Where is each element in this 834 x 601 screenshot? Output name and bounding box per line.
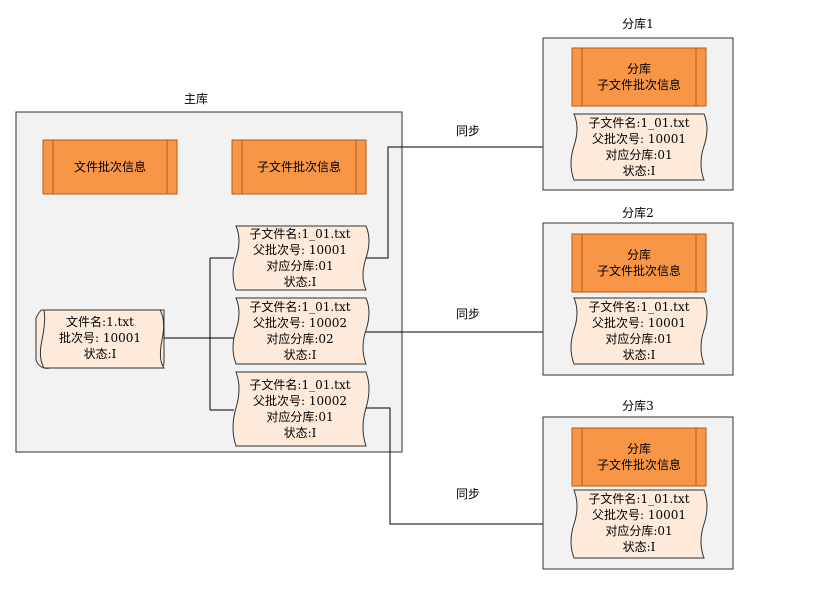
sub-record-2-parent: 父批次号: 10002 [253, 315, 347, 330]
shard-2-record-status: 状态:I [623, 348, 656, 362]
shard-3-table-line2: 子文件批次信息 [597, 457, 681, 472]
sync-arrow-3 [366, 407, 567, 528]
shard-2-title: 分库2 [622, 205, 654, 220]
shard-3-table [571, 427, 707, 487]
sub-record-1: 子文件名:1_01.txt 父批次号: 10001 对应分库:01 状态:I [232, 225, 370, 291]
sync-arrow-1 [366, 143, 567, 259]
sync-label-2: 同步 [456, 307, 480, 321]
sub-record-3-parent: 父批次号: 10002 [253, 393, 347, 408]
file-batch-table: 文件批次信息 [42, 139, 178, 195]
sub-record-1-name: 子文件名:1_01.txt [249, 226, 350, 241]
shard-1-record-parent: 父批次号: 10001 [592, 131, 686, 146]
shard-1-table-line1: 分库 [627, 61, 651, 76]
file-record-name: 文件名:1.txt [66, 314, 134, 329]
file-record-batch: 批次号: 10001 [59, 330, 141, 345]
file-batch-table-label: 文件批次信息 [74, 159, 146, 174]
sub-record-1-parent: 父批次号: 10001 [253, 242, 347, 257]
sync-label-1: 同步 [456, 124, 480, 138]
sub-file-batch-table-label: 子文件批次信息 [257, 159, 341, 174]
shard-3-title: 分库3 [622, 398, 654, 413]
shard-2-container: 分库2 分库 子文件批次信息 子文件名:1_01.txt 父批次号: 10001… [542, 205, 734, 376]
shard-3-record-parent: 父批次号: 10001 [592, 507, 686, 522]
sub-record-3-status: 状态:I [284, 426, 317, 440]
shard-2-record-shard: 对应分库:01 [605, 331, 672, 346]
main-db-title: 主库 [184, 91, 208, 106]
shard-1-container: 分库1 分库 子文件批次信息 子文件名:1_01.txt 父批次号: 10001… [542, 16, 734, 191]
sub-record-1-status: 状态:I [284, 275, 317, 289]
shard-2-table-line1: 分库 [627, 247, 651, 262]
shard-1-record-status: 状态:I [623, 164, 656, 178]
shard-3-record-status: 状态:I [623, 540, 656, 554]
sub-file-batch-table: 子文件批次信息 [231, 139, 367, 195]
shard-2-record-name: 子文件名:1_01.txt [588, 299, 689, 314]
shard-1-record-shard: 对应分库:01 [605, 147, 672, 162]
file-record: 文件名:1.txt 批次号: 10001 状态:I [35, 309, 165, 369]
main-db-container: 主库 文件批次信息 子文件批次信息 文件名:1.txt 批次号: 10001 状… [15, 91, 403, 453]
shard-3-record-name: 子文件名:1_01.txt [588, 491, 689, 506]
sub-record-2-shard: 对应分库:02 [266, 331, 333, 346]
shard-3-table-line1: 分库 [627, 441, 651, 456]
sub-record-2-status: 状态:I [284, 348, 317, 362]
sub-record-2: 子文件名:1_01.txt 父批次号: 10002 对应分库:02 状态:I [232, 297, 370, 365]
sub-record-3: 子文件名:1_01.txt 父批次号: 10002 对应分库:01 状态:I [232, 371, 370, 447]
shard-2-table-line2: 子文件批次信息 [597, 263, 681, 278]
shard-1-record-name: 子文件名:1_01.txt [588, 115, 689, 130]
shard-2-table [571, 233, 707, 293]
file-record-status: 状态:I [84, 347, 117, 361]
shard-2-record-parent: 父批次号: 10001 [592, 315, 686, 330]
sub-record-3-name: 子文件名:1_01.txt [249, 377, 350, 392]
shard-1-table [571, 47, 707, 107]
shard-1-title: 分库1 [622, 16, 654, 31]
shard-3-record-shard: 对应分库:01 [605, 523, 672, 538]
shard-1-table-line2: 子文件批次信息 [597, 77, 681, 92]
sub-record-1-shard: 对应分库:01 [266, 258, 333, 273]
shard-3-record [570, 489, 708, 559]
sync-label-3: 同步 [456, 487, 480, 501]
shard-2-record [570, 297, 708, 365]
shard-1-record [570, 113, 708, 181]
sub-record-2-name: 子文件名:1_01.txt [249, 299, 350, 314]
shard-3-container: 分库3 分库 子文件批次信息 子文件名:1_01.txt 父批次号: 10001… [542, 398, 734, 570]
sub-record-3-shard: 对应分库:01 [266, 409, 333, 424]
